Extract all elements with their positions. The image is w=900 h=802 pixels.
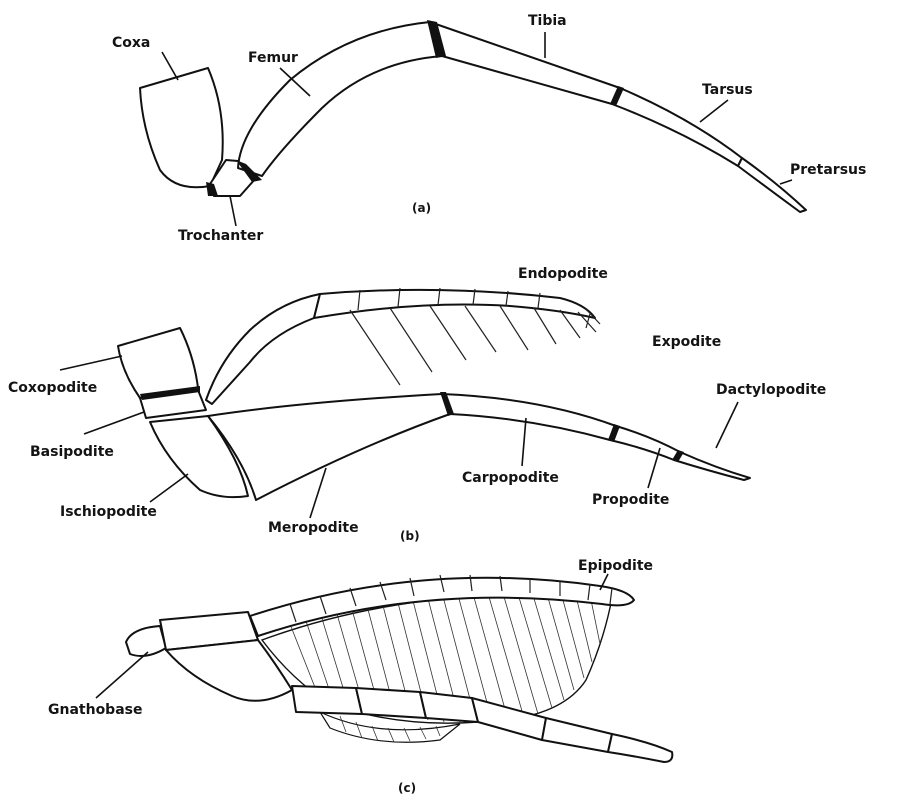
leader-meropodite — [310, 468, 326, 518]
coxa-segment — [140, 68, 223, 187]
telopodite-segment-2 — [356, 688, 426, 718]
carpopodite-segment — [442, 394, 616, 440]
dactylopodite-segment — [674, 452, 750, 480]
telopodite-segment-5 — [542, 718, 612, 752]
propodite-segment — [610, 426, 680, 460]
caption-a: (a) — [412, 201, 431, 215]
leader-gnathobase — [96, 652, 148, 698]
crustacean-limb-diagram: Endopodite Expodite Dactylopodite Coxopo… — [8, 266, 826, 543]
label-propodite: Propodite — [592, 492, 669, 508]
telopodite-segment-6 — [608, 734, 672, 762]
leader-coxopodite — [60, 356, 122, 370]
leader-tarsus — [700, 100, 728, 122]
label-ischiopodite: Ischiopodite — [60, 504, 157, 520]
label-trochanter: Trochanter — [178, 228, 263, 244]
label-tarsus: Tarsus — [702, 82, 753, 98]
label-meropodite: Meropodite — [268, 520, 359, 536]
label-tibia: Tibia — [528, 13, 567, 29]
label-expodite: Expodite — [652, 334, 721, 350]
tibia-segment — [430, 22, 620, 104]
telopodite-segment-1 — [292, 686, 362, 714]
leader-propodite — [648, 448, 660, 488]
caption-c: (c) — [398, 781, 416, 795]
gnathobase-lobe — [126, 626, 166, 656]
setae-bristles — [350, 306, 600, 385]
tarsus-segment — [612, 88, 742, 166]
label-basipodite: Basipodite — [30, 444, 114, 460]
femur-segment — [238, 22, 442, 176]
label-gnathobase: Gnathobase — [48, 702, 142, 718]
endopodite-shaft — [314, 290, 595, 318]
label-femur: Femur — [248, 50, 298, 66]
trilobite-limb-diagram: Epipodite Gnathobase (c) — [48, 558, 672, 795]
leader-basipodite — [84, 412, 144, 434]
leader-dactylopodite — [716, 402, 738, 448]
label-epipodite: Epipodite — [578, 558, 653, 574]
label-pretarsus: Pretarsus — [790, 162, 866, 178]
caption-b: (b) — [400, 529, 420, 543]
insect-leg-diagram: Coxa Femur Tibia Tarsus Pretarsus Trocha… — [112, 13, 866, 244]
coxopodite-segment — [118, 328, 198, 398]
leader-ischiopodite — [150, 474, 188, 502]
label-coxa: Coxa — [112, 35, 150, 51]
leader-coxa — [162, 52, 178, 80]
leader-carpopodite — [522, 418, 526, 466]
label-dactylopodite: Dactylopodite — [716, 382, 826, 398]
label-carpopodite: Carpopodite — [462, 470, 559, 486]
exopodite-basal-segment — [206, 294, 320, 404]
label-coxopodite: Coxopodite — [8, 380, 97, 396]
leader-trochanter — [230, 196, 236, 226]
leader-pretarsus — [780, 180, 792, 184]
label-endopodite: Endopodite — [518, 266, 608, 282]
